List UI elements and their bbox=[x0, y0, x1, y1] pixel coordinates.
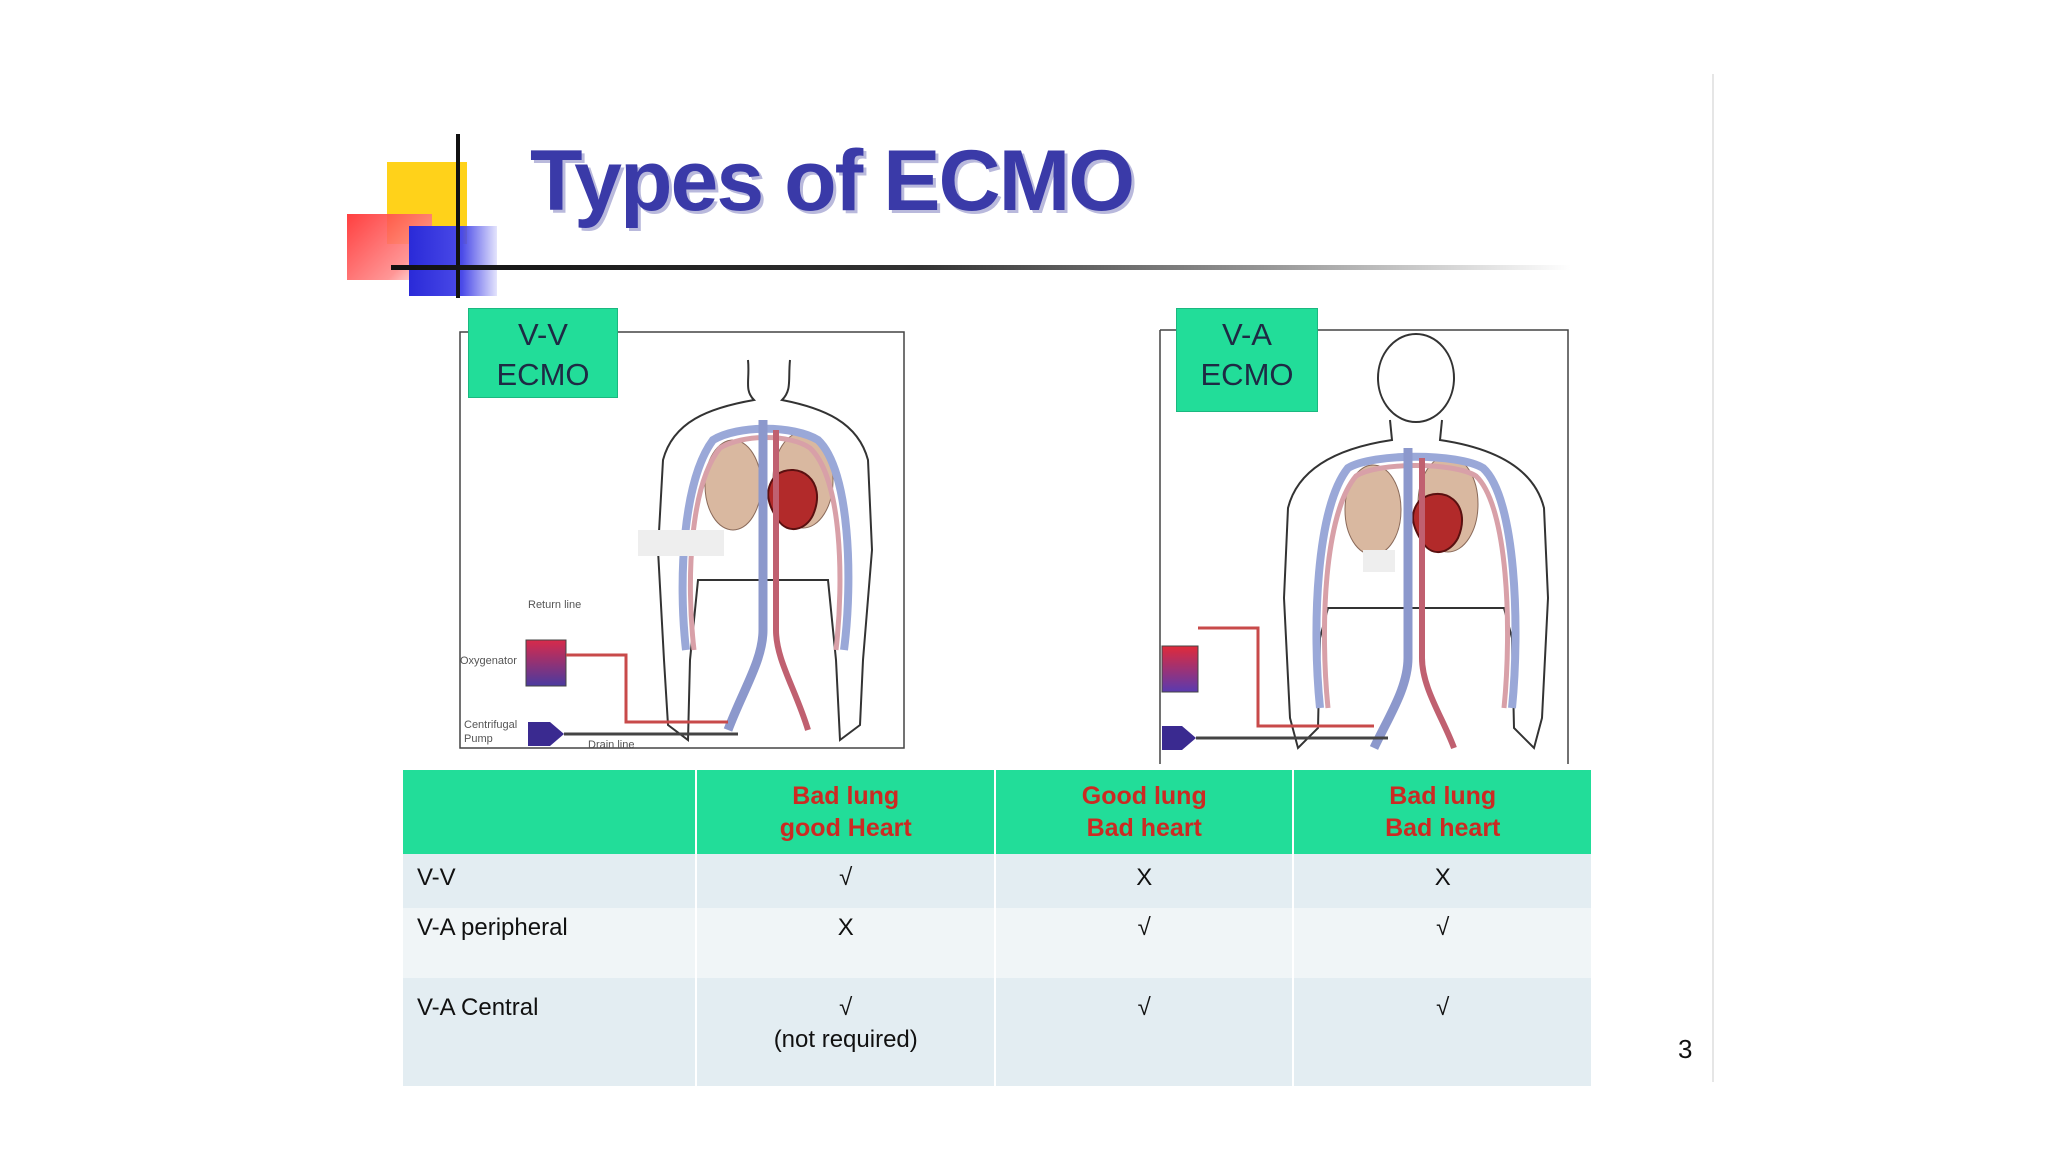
table-header-row: Bad lung good Heart Good lung Bad heart … bbox=[403, 770, 1591, 854]
title-underline bbox=[391, 265, 1571, 270]
row-label: V-A peripheral bbox=[403, 908, 697, 978]
header-line2: good Heart bbox=[779, 814, 912, 842]
table-cell: √ bbox=[993, 908, 1294, 978]
slide-title: Types of ECMO bbox=[530, 133, 1135, 229]
table-row: V-V √ X X bbox=[403, 854, 1591, 908]
va-ecmo-label: V-A ECMO bbox=[1176, 308, 1318, 412]
vv-label-line2: ECMO bbox=[496, 357, 590, 392]
table-cell: X bbox=[993, 854, 1294, 908]
header-bad-lung-good-heart: Bad lung good Heart bbox=[695, 770, 995, 854]
table-cell: √ (not required) bbox=[695, 978, 995, 1086]
table-row: V-A peripheral X √ √ bbox=[403, 908, 1591, 978]
slide-edge-divider bbox=[1712, 74, 1714, 1082]
header-line1: Good lung bbox=[1081, 782, 1207, 810]
row-label: V-V bbox=[403, 854, 697, 908]
header-corner-cell bbox=[403, 770, 697, 854]
cell-value: √ bbox=[839, 994, 853, 1021]
vv-label-line1: V-V bbox=[518, 317, 568, 352]
page-number: 3 bbox=[1678, 1034, 1693, 1064]
blue-square bbox=[409, 226, 497, 296]
vv-ecmo-diagram: Return line Oxygenator Centrifugal Pump … bbox=[459, 331, 905, 750]
decorative-squares-logo bbox=[345, 130, 515, 300]
va-label-line1: V-A bbox=[1222, 317, 1272, 352]
ecmo-comparison-table: Bad lung good Heart Good lung Bad heart … bbox=[403, 770, 1591, 1086]
table-cell: √ bbox=[993, 978, 1294, 1086]
header-bad-lung-bad-heart: Bad lung Bad heart bbox=[1292, 770, 1591, 854]
header-good-lung-bad-heart: Good lung Bad heart bbox=[993, 770, 1294, 854]
oxygenator-label: Oxygenator bbox=[460, 655, 517, 667]
return-line-label: Return line bbox=[528, 599, 581, 611]
va-ecmo-diagram bbox=[1159, 329, 1569, 764]
table-cell: √ bbox=[695, 854, 995, 908]
table-cell: √ bbox=[1292, 908, 1591, 978]
table-cell: X bbox=[1292, 854, 1591, 908]
cell-note: (not required) bbox=[773, 1026, 918, 1053]
va-label-line2: ECMO bbox=[1200, 357, 1294, 392]
drain-line-label: Drain line bbox=[588, 739, 634, 750]
pump-label-line1: Centrifugal bbox=[464, 719, 517, 731]
header-line2: Bad heart bbox=[1385, 814, 1501, 842]
table-cell: X bbox=[695, 908, 995, 978]
pump-label-line2: Pump bbox=[464, 733, 493, 745]
header-line2: Bad heart bbox=[1086, 814, 1202, 842]
table-row: V-A Central √ (not required) √ √ bbox=[403, 978, 1591, 1086]
header-line1: Bad lung bbox=[792, 782, 900, 810]
row-label: V-A Central bbox=[403, 978, 697, 1086]
logo-vertical-line bbox=[456, 134, 460, 298]
table-cell: √ bbox=[1292, 978, 1591, 1086]
header-line1: Bad lung bbox=[1389, 782, 1497, 810]
vv-ecmo-label: V-V ECMO bbox=[468, 308, 618, 398]
